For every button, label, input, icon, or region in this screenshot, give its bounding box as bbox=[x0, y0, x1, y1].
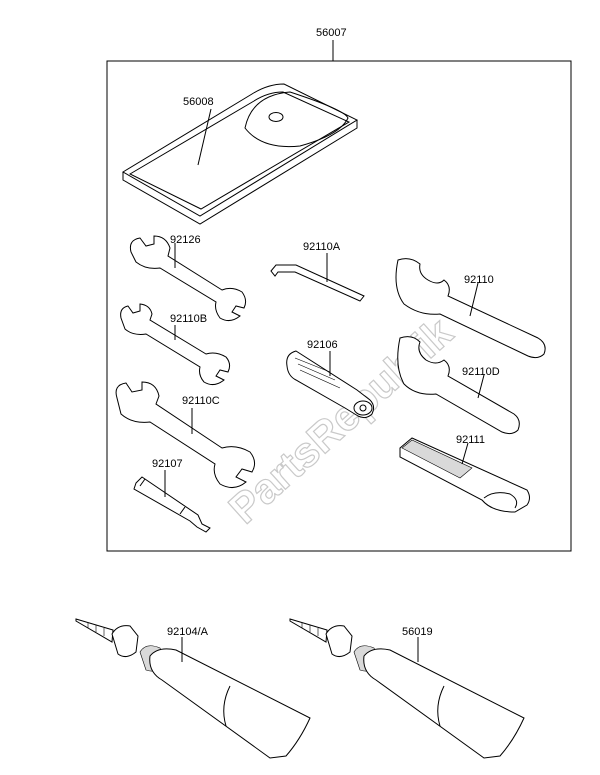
wrench-92126: 92126 bbox=[129, 234, 247, 322]
label-92106: 92106 bbox=[307, 339, 338, 351]
tube-92104A: 92104/A bbox=[75, 618, 311, 759]
tube-56019: 56019 bbox=[289, 618, 525, 759]
grip-92111: 92111 bbox=[399, 434, 530, 513]
pin-spanner-92110: 92110 bbox=[395, 258, 546, 359]
label-92110: 92110 bbox=[464, 274, 494, 286]
wrench-92110B: 92110B bbox=[120, 303, 231, 386]
label-56007: 56007 bbox=[316, 27, 347, 39]
screwdriver-92107: 92107 bbox=[133, 458, 211, 533]
wrench-92110C: 92110C bbox=[115, 381, 256, 488]
label-92126: 92126 bbox=[170, 234, 201, 246]
watermark: PartsRepublik bbox=[220, 308, 462, 532]
label-56019: 56019 bbox=[402, 626, 433, 638]
label-92110D: 92110D bbox=[462, 366, 500, 378]
label-92110C: 92110C bbox=[182, 395, 220, 407]
tool-kit-frame: 56007 bbox=[106, 27, 572, 552]
hex-key-92110A: 92110A bbox=[270, 241, 365, 302]
label-92110A: 92110A bbox=[303, 241, 341, 253]
hook-spanner-92110D: 92110D bbox=[397, 336, 520, 435]
label-56008: 56008 bbox=[183, 96, 214, 108]
tool-case: 56008 bbox=[122, 83, 359, 225]
label-92107: 92107 bbox=[152, 458, 183, 470]
label-92110B: 92110B bbox=[170, 313, 207, 325]
plug-tool-92106: 92106 bbox=[286, 339, 375, 419]
label-92111: 92111 bbox=[456, 434, 485, 446]
label-92104A: 92104/A bbox=[167, 626, 209, 638]
